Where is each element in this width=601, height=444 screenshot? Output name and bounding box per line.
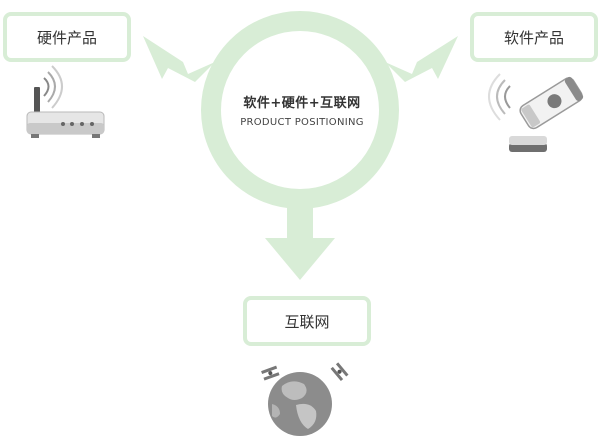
router-icon	[26, 65, 105, 138]
globe-with-satellites-icon	[261, 362, 349, 436]
software-product-label: 软件产品	[503, 28, 564, 47]
center-subtitle: PRODUCT POSITIONING	[240, 117, 364, 128]
hardware-product-box: 硬件产品	[3, 12, 131, 62]
internet-label: 互联网	[284, 312, 330, 331]
software-product-box: 软件产品	[470, 12, 598, 62]
hardware-product-label: 硬件产品	[36, 28, 97, 47]
center-label: 软件+硬件+互联网 PRODUCT POSITIONING	[207, 92, 397, 128]
usb-wireless-dongle-icon	[488, 73, 584, 152]
arrow-to-hardware	[143, 36, 215, 82]
center-title: 软件+硬件+互联网	[243, 96, 361, 111]
arrow-to-internet	[265, 196, 335, 280]
arrow-to-software	[385, 36, 458, 82]
internet-box: 互联网	[243, 296, 371, 346]
